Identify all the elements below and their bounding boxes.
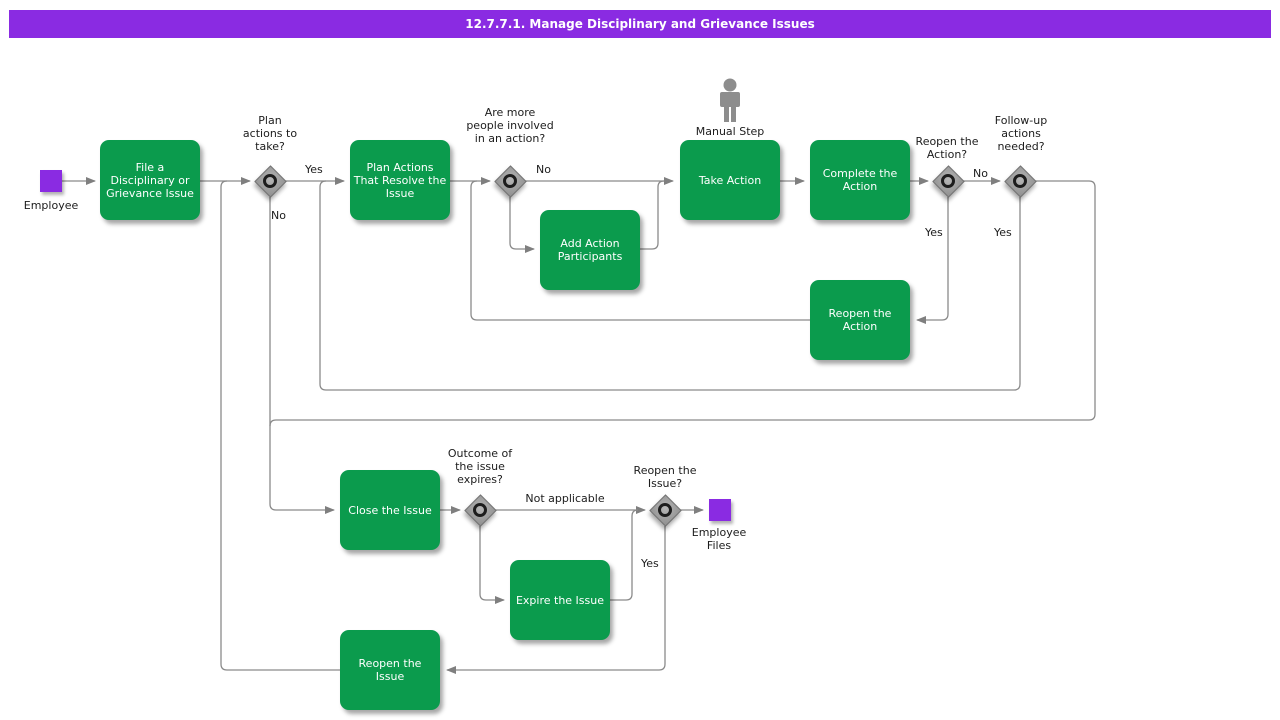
person-icon xyxy=(720,78,740,122)
gateway-ring-icon xyxy=(941,174,955,188)
connector-reopen-issue-return xyxy=(220,180,340,671)
manual-step-label: Manual Step xyxy=(695,125,765,138)
connector-yes-to-reopen-issue xyxy=(446,526,666,674)
task-complete-action[interactable]: Complete the Action xyxy=(810,140,910,220)
connector-add-participants-return xyxy=(640,180,665,250)
branch-label-not-applicable: Not applicable xyxy=(525,492,605,505)
task-expire-issue[interactable]: Expire the Issue xyxy=(510,560,610,640)
start-event-square xyxy=(40,170,62,192)
branch-label-yes: Yes xyxy=(641,557,659,570)
connector-followup-yes-loop xyxy=(319,180,1021,391)
end-event-label: Employee Files xyxy=(691,526,747,552)
connector-to-add-participants xyxy=(509,197,535,253)
question-reopen-the-issue: Reopen the Issue? xyxy=(633,464,697,490)
connector-expire-issue-return xyxy=(610,509,639,601)
connector-to-expire-issue xyxy=(479,526,505,604)
gateway-ring-icon xyxy=(503,174,517,188)
connector-yes-to-reopen-action xyxy=(916,197,949,324)
task-file-issue[interactable]: File a Disciplinary or Grievance Issue xyxy=(100,140,200,220)
diagram-title: 12.7.7.1. Manage Disciplinary and Grieva… xyxy=(465,17,815,31)
connector-followup-no-outer-loop xyxy=(269,180,1096,427)
branch-label-no: No xyxy=(973,167,988,180)
question-more-people-involved: Are more people involved in an action? xyxy=(466,106,554,145)
connector-reopen-action-return xyxy=(470,180,810,321)
branch-label-no: No xyxy=(536,163,551,176)
start-event-label: Employee xyxy=(23,199,79,212)
task-reopen-issue[interactable]: Reopen the Issue xyxy=(340,630,440,710)
task-take-action[interactable]: Take Action xyxy=(680,140,780,220)
branch-label-yes: Yes xyxy=(925,226,943,239)
task-close-issue[interactable]: Close the Issue xyxy=(340,470,440,550)
question-plan-actions-to-take: Plan actions to take? xyxy=(242,114,298,153)
task-reopen-action[interactable]: Reopen the Action xyxy=(810,280,910,360)
diagram-title-bar: 12.7.7.1. Manage Disciplinary and Grieva… xyxy=(9,10,1271,38)
question-follow-up-needed: Follow-up actions needed? xyxy=(994,114,1048,153)
connector-no-to-close-issue xyxy=(269,197,335,514)
branch-label-yes: Yes xyxy=(305,163,323,176)
task-add-participants[interactable]: Add Action Participants xyxy=(540,210,640,290)
branch-label-yes: Yes xyxy=(994,226,1012,239)
question-reopen-the-action: Reopen the Action? xyxy=(915,135,979,161)
end-event-square xyxy=(709,499,731,521)
gateway-ring-icon xyxy=(658,503,672,517)
task-plan-actions[interactable]: Plan Actions That Resolve the Issue xyxy=(350,140,450,220)
gateway-ring-icon xyxy=(473,503,487,517)
gateway-ring-icon xyxy=(263,174,277,188)
gateway-ring-icon xyxy=(1013,174,1027,188)
branch-label-no: No xyxy=(271,209,286,222)
question-outcome-expires: Outcome of the issue expires? xyxy=(447,447,513,486)
